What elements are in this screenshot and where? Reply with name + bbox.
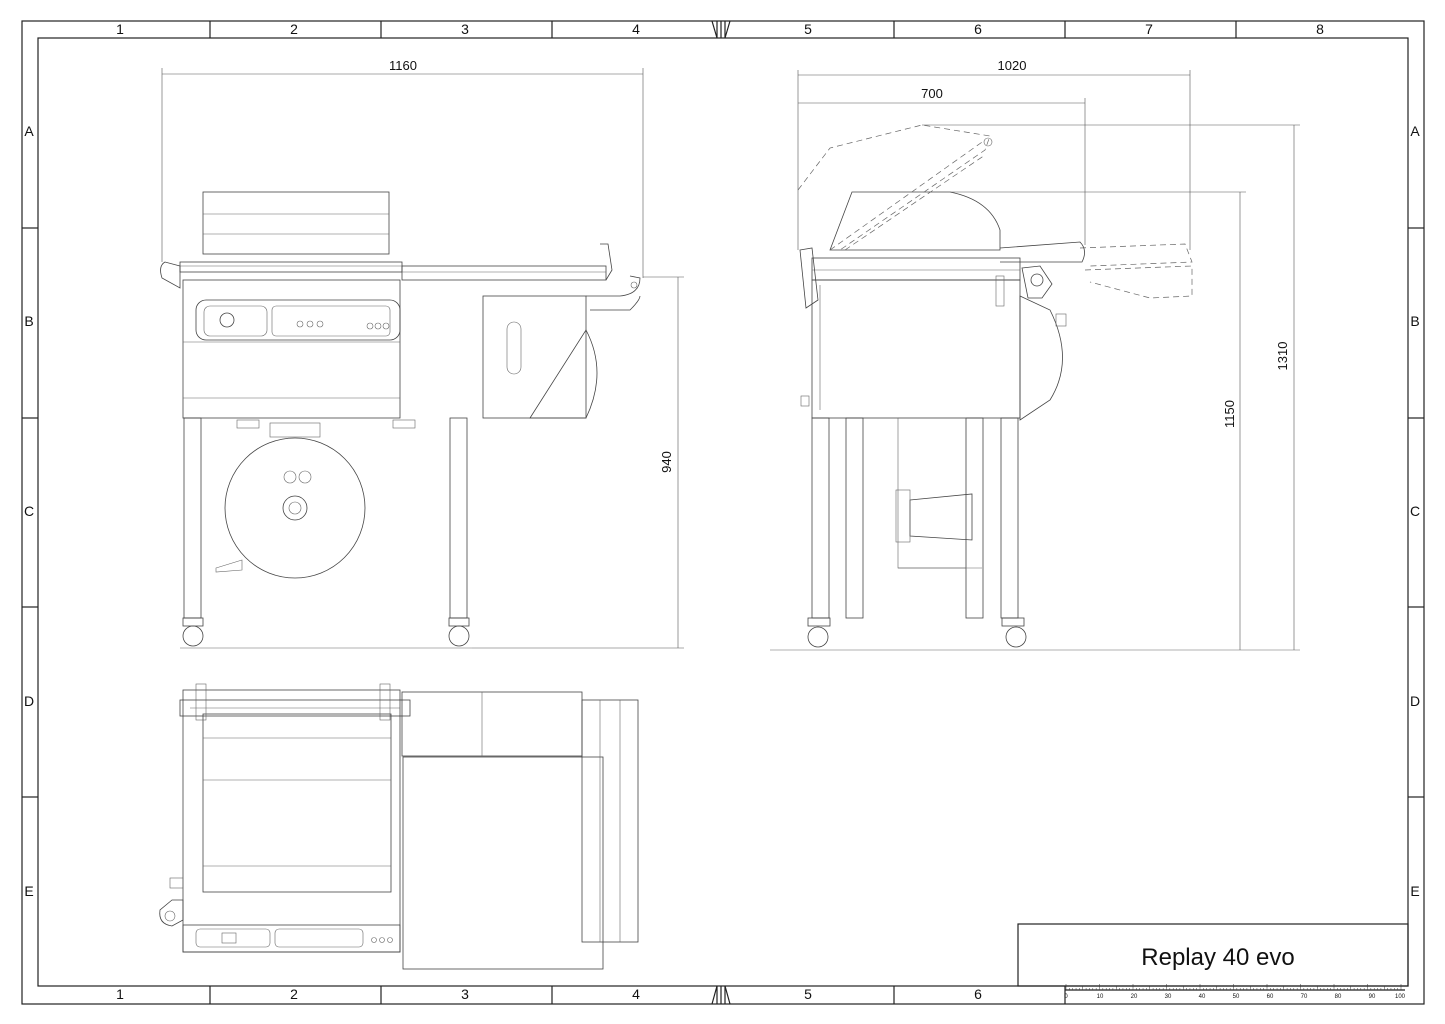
row-label: E [24, 883, 33, 899]
front-view [160, 191, 641, 649]
scale-labels: 0 10 20 30 40 50 60 70 80 90 100 [1064, 994, 1405, 1000]
scale-label: 90 [1369, 994, 1376, 1000]
column-labels-top: 1 2 3 4 5 6 7 8 [116, 21, 1324, 37]
column-labels-bottom: 1 2 3 4 5 6 [116, 986, 982, 1002]
scale-bar [1065, 984, 1402, 990]
scale-label: 0 [1064, 994, 1068, 1000]
row-label: D [24, 693, 34, 709]
dimension-front-height: 940 [659, 451, 674, 473]
column-label: 8 [1316, 21, 1324, 37]
drawing-title: Replay 40 evo [1141, 944, 1294, 971]
scale-label: 30 [1165, 994, 1172, 1000]
column-label: 1 [116, 21, 124, 37]
center-mark-top [711, 20, 731, 39]
column-label: 2 [290, 986, 298, 1002]
scale-label: 100 [1395, 994, 1406, 1000]
row-labels-left: A B C D E [24, 123, 34, 899]
row-labels-right: A B C D E [1410, 123, 1420, 899]
column-label: 6 [974, 986, 982, 1002]
dimension-side-depth-body: 700 [921, 86, 943, 101]
column-label: 3 [461, 21, 469, 37]
title-block: Replay 40 evo 0 10 20 30 40 50 60 70 80 … [1017, 923, 1409, 1000]
dimension-front-width: 1160 [389, 58, 417, 73]
column-label: 1 [116, 986, 124, 1002]
dimension-side-depth-total: 1020 [998, 58, 1027, 73]
scale-label: 50 [1233, 994, 1240, 1000]
scale-label: 10 [1097, 994, 1104, 1000]
top-view [159, 683, 639, 970]
column-label: 3 [461, 986, 469, 1002]
front-view-dimensions: 1160 940 [161, 58, 684, 649]
row-label: C [24, 503, 34, 519]
column-label: 4 [632, 986, 640, 1002]
scale-label: 40 [1199, 994, 1206, 1000]
row-label: A [24, 123, 34, 139]
column-label: 4 [632, 21, 640, 37]
scale-label: 60 [1267, 994, 1274, 1000]
center-mark-bottom [711, 985, 731, 1005]
column-label: 5 [804, 21, 812, 37]
row-label: E [1410, 883, 1419, 899]
column-label: 7 [1145, 21, 1153, 37]
column-label: 6 [974, 21, 982, 37]
row-label: A [1410, 123, 1420, 139]
scale-label: 70 [1301, 994, 1308, 1000]
side-view [770, 124, 1300, 651]
row-label: C [1410, 503, 1420, 519]
column-label: 2 [290, 21, 298, 37]
scale-label: 20 [1131, 994, 1138, 1000]
scale-label: 80 [1335, 994, 1342, 1000]
dimension-side-height-open: 1310 [1275, 342, 1290, 371]
dimension-side-height-closed: 1150 [1222, 400, 1237, 428]
row-label: B [24, 313, 33, 329]
sheet-frame [21, 20, 1425, 1005]
side-view-dimensions: 1020 700 1310 1150 [797, 58, 1300, 650]
row-label: B [1410, 313, 1419, 329]
row-label: D [1410, 693, 1420, 709]
column-label: 5 [804, 986, 812, 1002]
